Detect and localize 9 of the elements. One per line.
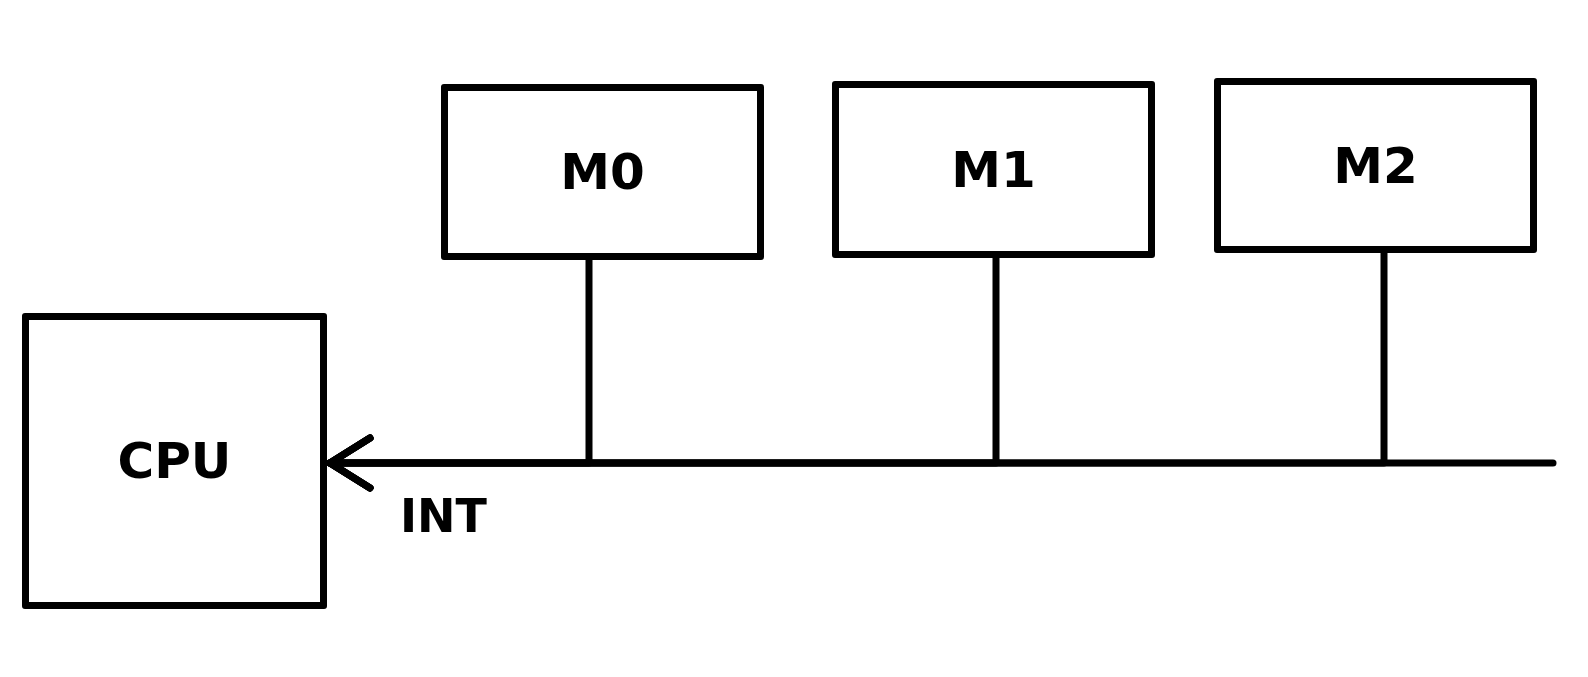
- node-label: M2: [1333, 136, 1418, 195]
- memory-box: [1214, 78, 1537, 253]
- node-label: M0: [560, 143, 645, 201]
- bus-line: [326, 434, 1557, 492]
- memory-box: [832, 81, 1155, 258]
- node-label: CPU: [117, 432, 232, 490]
- memory-box: [441, 84, 764, 260]
- node-label: M1: [951, 140, 1036, 199]
- cpu-box: [22, 313, 327, 609]
